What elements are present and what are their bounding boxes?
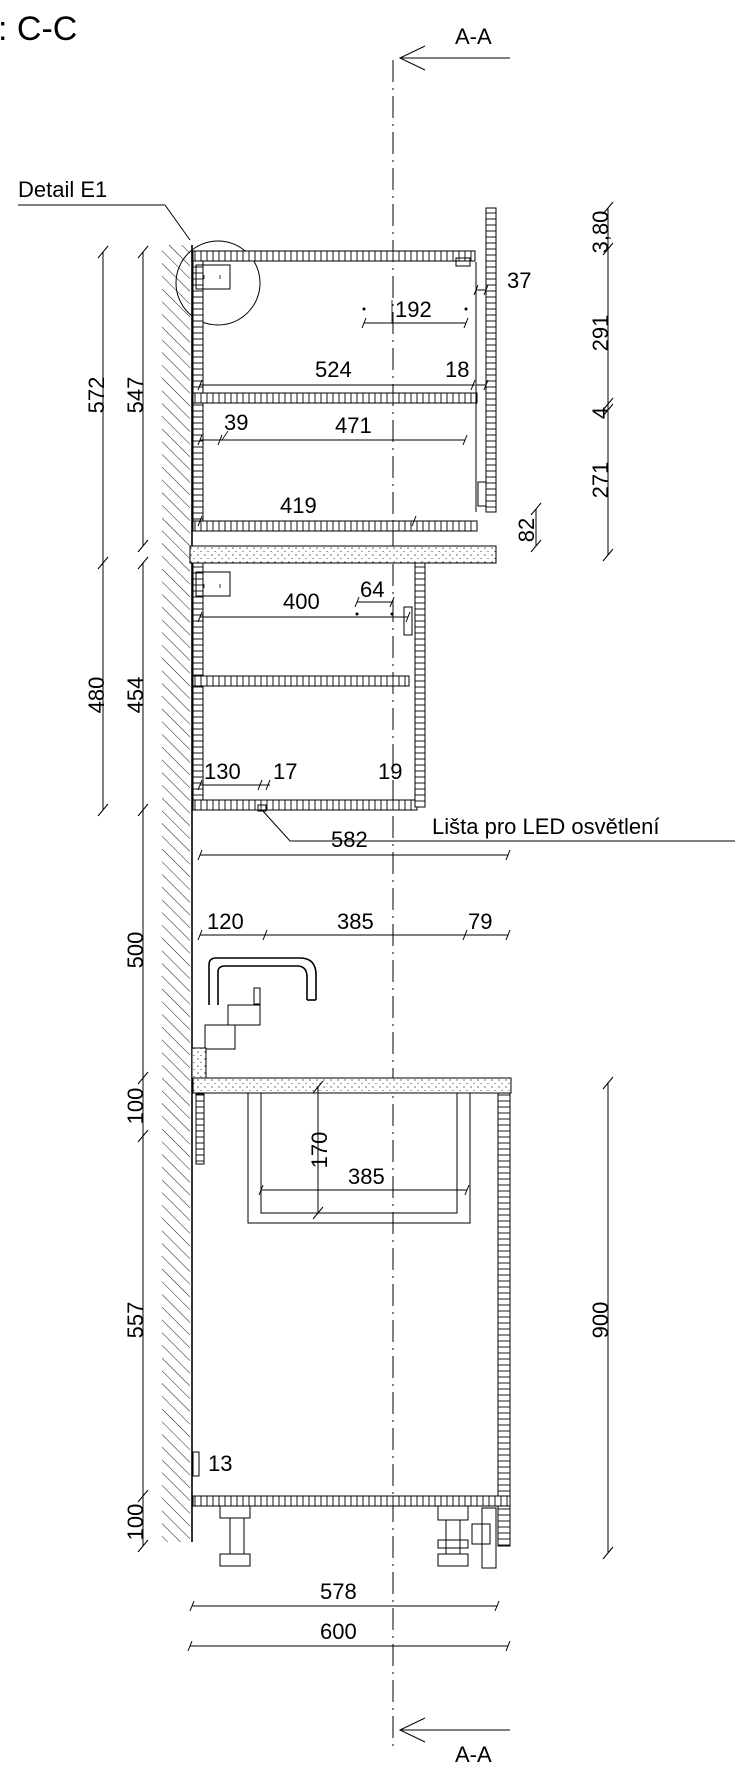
dim-385-sink: 385	[348, 1164, 385, 1189]
dim-471: 471	[335, 413, 372, 438]
dim-547: 547	[123, 377, 148, 414]
dim-419: 419	[280, 493, 317, 518]
dim-120: 120	[207, 909, 244, 934]
detail-label: Detail E1	[18, 177, 107, 202]
faucet	[191, 957, 317, 1079]
dim-454: 454	[123, 677, 148, 714]
dim-82: 82	[514, 518, 539, 542]
wall-hatching	[162, 245, 190, 1542]
led-label: Lišta pro LED osvětlení	[432, 814, 659, 839]
dim-100-bottom: 100	[123, 1504, 148, 1541]
worktop-dims: 582 120 385 79	[197, 827, 511, 941]
dim-582: 582	[331, 827, 368, 852]
dim-79: 79	[468, 909, 492, 934]
dim-100-top: 100	[123, 1088, 148, 1125]
dim-271: 271	[588, 462, 613, 499]
dim-19: 19	[378, 759, 402, 784]
middle-cabinet	[192, 562, 426, 812]
upper-cabinet	[189, 207, 497, 564]
dim-3-80: 3,80	[588, 211, 613, 254]
section-label-bottom: A-A	[455, 1742, 492, 1767]
section-mark-top: A-A	[398, 24, 510, 71]
dim-39: 39	[224, 410, 248, 435]
dim-400: 400	[283, 589, 320, 614]
dim-500: 500	[123, 932, 148, 969]
dim-192: 192	[395, 297, 432, 322]
dim-572: 572	[84, 377, 109, 414]
dim-13: 13	[208, 1451, 232, 1476]
dim-64: 64	[360, 577, 384, 602]
upper-internal-dims: 37 192 524 18 39 471 419 82	[197, 268, 542, 553]
dim-385-top: 385	[337, 909, 374, 934]
dim-37: 37	[507, 268, 531, 293]
base-dims: 13 578 600	[187, 1451, 511, 1652]
middle-internal-dims: 64 400 130 17 19	[197, 577, 411, 791]
dim-524: 524	[315, 357, 352, 382]
dim-291: 291	[588, 315, 613, 352]
dim-130: 130	[204, 759, 241, 784]
section-label-top: A-A	[455, 24, 492, 49]
base-cabinet	[192, 1077, 512, 1569]
dim-578: 578	[320, 1579, 357, 1604]
dim-18: 18	[445, 357, 469, 382]
dim-170: 170	[307, 1132, 332, 1169]
left-dimensions: 572 547 480 454 500 100 557 100	[84, 245, 149, 1553]
detail-callout: Detail E1	[18, 177, 261, 326]
section-mark-bottom: A-A	[398, 1717, 510, 1767]
dim-557: 557	[123, 1302, 148, 1339]
dim-17: 17	[273, 759, 297, 784]
dim-4: 4	[588, 407, 613, 419]
drawing-title: : C-C	[0, 10, 77, 48]
led-callout: Lišta pro LED osvětlení	[261, 809, 735, 842]
dim-600: 600	[320, 1619, 357, 1644]
sink-dims: 170 385	[258, 1080, 470, 1220]
right-dimensions: 3,80 291 4 271 900	[588, 201, 614, 1560]
dim-900: 900	[588, 1302, 613, 1339]
dim-480: 480	[84, 677, 109, 714]
